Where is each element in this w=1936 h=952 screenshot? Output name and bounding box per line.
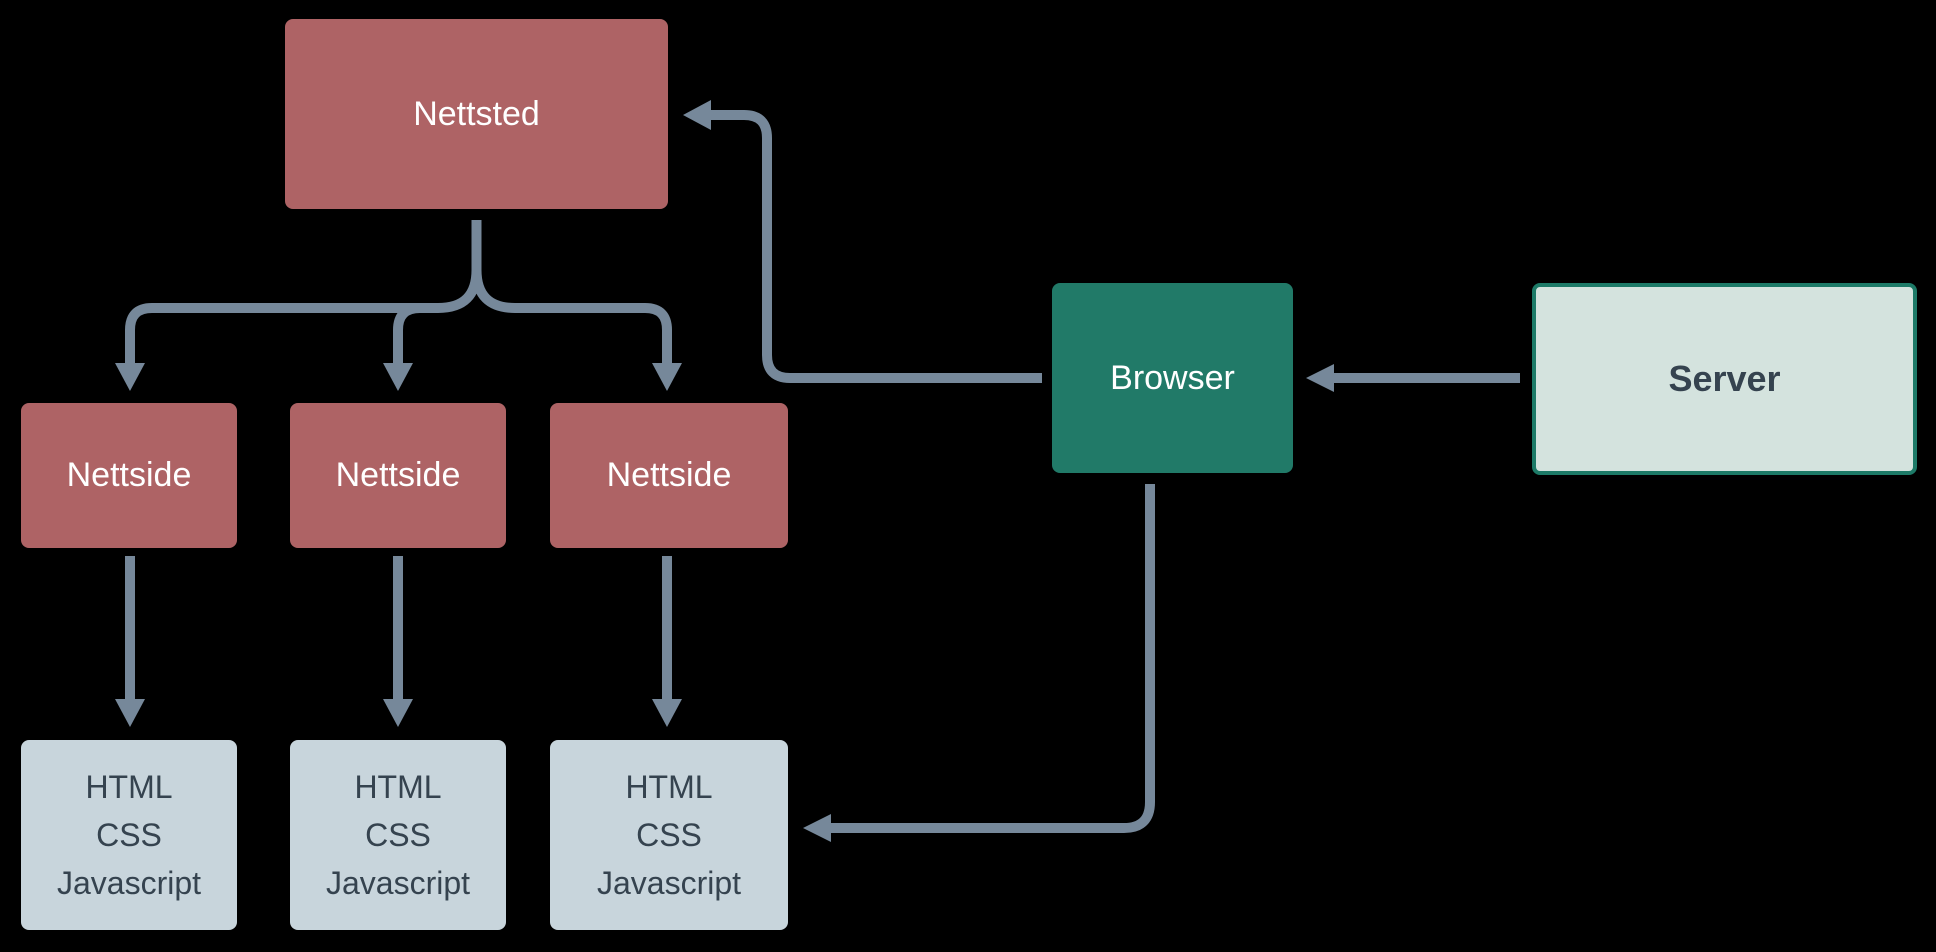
arrowhead-assets3-side [803,814,831,842]
arrowhead-assets-1 [115,699,145,727]
assets-3-line-css: CSS [636,817,702,853]
node-browser: Browser [1052,283,1293,473]
assets-3-line-html: HTML [625,769,713,805]
edge-nettsted-fork-middle [393,303,421,364]
node-nettsted: Nettsted [285,19,668,209]
node-nettsted-label: Nettsted [413,94,540,133]
arrowhead-nettside-3 [652,363,682,391]
edge-nettsted-fork-left [125,220,482,364]
assets-1-line-javascript: Javascript [56,865,202,901]
node-assets-1: HTML CSS Javascript [21,740,237,930]
node-nettside-3: Nettside [550,403,788,548]
node-server-label: Server [1668,358,1781,399]
edge-browser-assets3 [831,484,1155,833]
assets-2-line-javascript: Javascript [325,865,471,901]
node-nettside-2-label: Nettside [335,456,461,494]
assets-1-line-html: HTML [85,769,173,805]
arrowhead-nettside-1 [115,363,145,391]
arrowhead-nettside-2 [383,363,413,391]
arrowhead-assets-3 [652,699,682,727]
node-server: Server [1532,283,1917,475]
assets-2-line-css: CSS [365,817,431,853]
arrowhead-assets-2 [383,699,413,727]
edge-browser-nettsted [711,110,1042,383]
node-nettside-1-label: Nettside [66,456,192,494]
node-nettside-2: Nettside [290,403,506,548]
arrowhead-nettsted [683,100,711,130]
node-browser-label: Browser [1110,358,1235,397]
arrowhead-browser [1306,364,1334,392]
node-nettside-1: Nettside [21,403,237,548]
node-assets-3: HTML CSS Javascript [550,740,788,930]
node-nettside-3-label: Nettside [606,456,732,494]
assets-1-line-css: CSS [96,817,162,853]
assets-2-line-html: HTML [354,769,442,805]
edge-nettsted-fork-right [471,220,672,364]
node-assets-2: HTML CSS Javascript [290,740,506,930]
assets-3-line-javascript: Javascript [596,865,742,901]
